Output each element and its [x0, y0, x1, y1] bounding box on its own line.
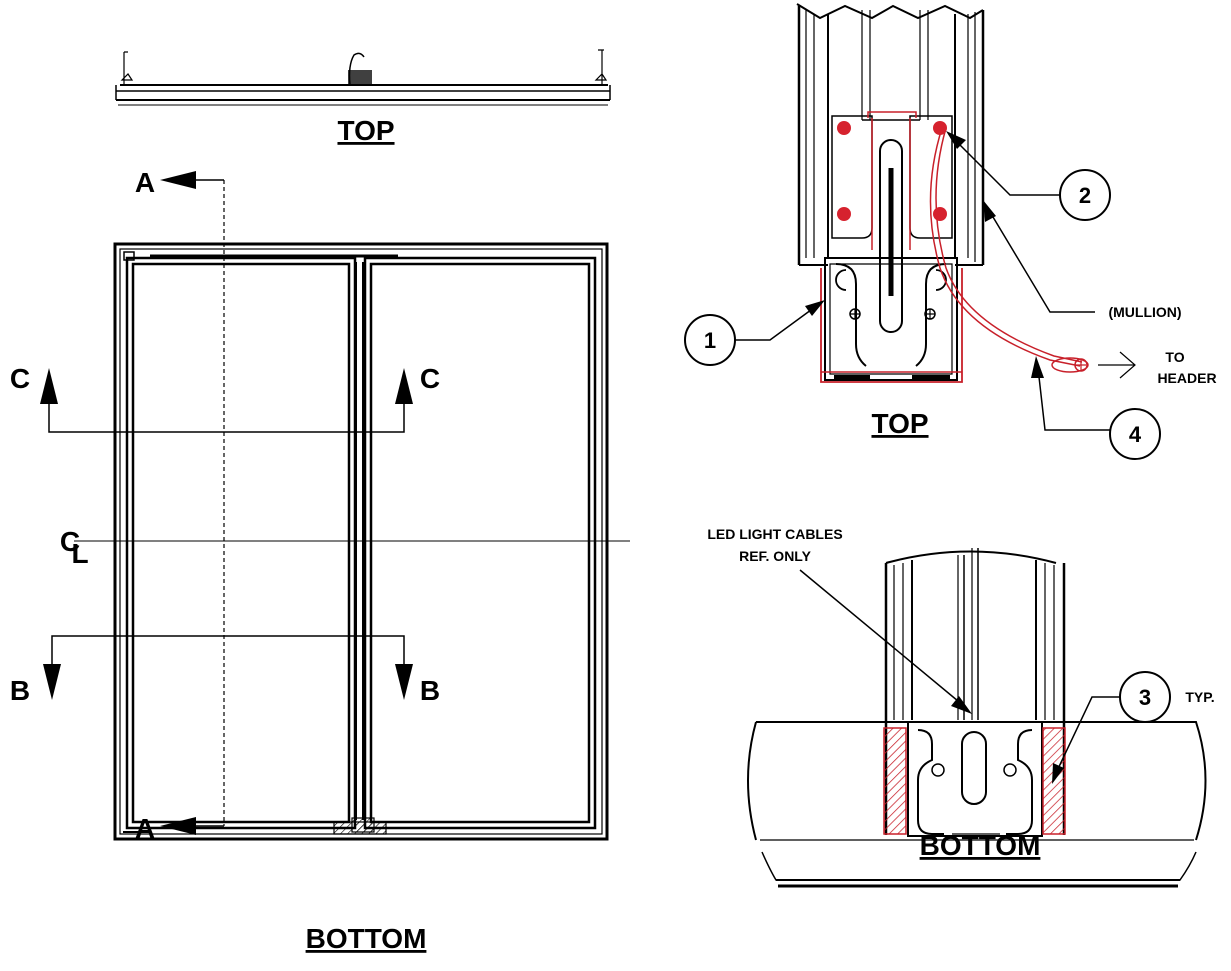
red-bracket-highlight — [820, 111, 1089, 383]
callout-4-leader — [1031, 356, 1161, 460]
balloon-2-label: 2 — [1079, 183, 1091, 208]
mullion-label: (MULLION) — [1108, 304, 1181, 320]
led-label-line2: REF. ONLY — [739, 548, 811, 564]
header-label: HEADER — [1157, 370, 1216, 386]
callout-1-leader — [684, 300, 825, 366]
red-hatch-blocks — [883, 727, 1066, 835]
right-top-title: TOP — [871, 408, 928, 439]
mullion-leader — [983, 200, 1095, 313]
left-bottom-title: BOTTOM — [306, 923, 427, 954]
section-line-a — [160, 171, 225, 835]
centerline-c-label: C — [60, 526, 80, 557]
section-a-bottom-label: A — [135, 813, 155, 844]
callout-3-leader — [1052, 671, 1171, 784]
section-a-top-label: A — [135, 167, 155, 198]
balloon-1-label: 1 — [704, 328, 716, 353]
section-line-b — [43, 635, 413, 700]
left-top-title: TOP — [337, 115, 394, 146]
callout-2-leader — [946, 131, 1111, 221]
centerline-l-label: L — [71, 538, 88, 569]
led-cable-leader — [799, 569, 972, 714]
balloon-4-label: 4 — [1129, 422, 1142, 447]
section-b-right-label: B — [420, 675, 440, 706]
right-bottom-title: BOTTOM — [920, 830, 1041, 861]
to-header-arrow — [1098, 351, 1136, 379]
top-strip-view — [115, 49, 611, 106]
section-c-right-label: C — [420, 363, 440, 394]
led-label-line1: LED LIGHT CABLES — [707, 526, 842, 542]
typ-label: TYP. — [1185, 689, 1214, 705]
section-b-left-label: B — [10, 675, 30, 706]
section-c-left-label: C — [10, 363, 30, 394]
section-line-c — [40, 368, 413, 433]
mullion-top-detail — [796, 3, 985, 381]
to-label: TO — [1165, 349, 1184, 365]
balloon-3-label: 3 — [1139, 685, 1151, 710]
